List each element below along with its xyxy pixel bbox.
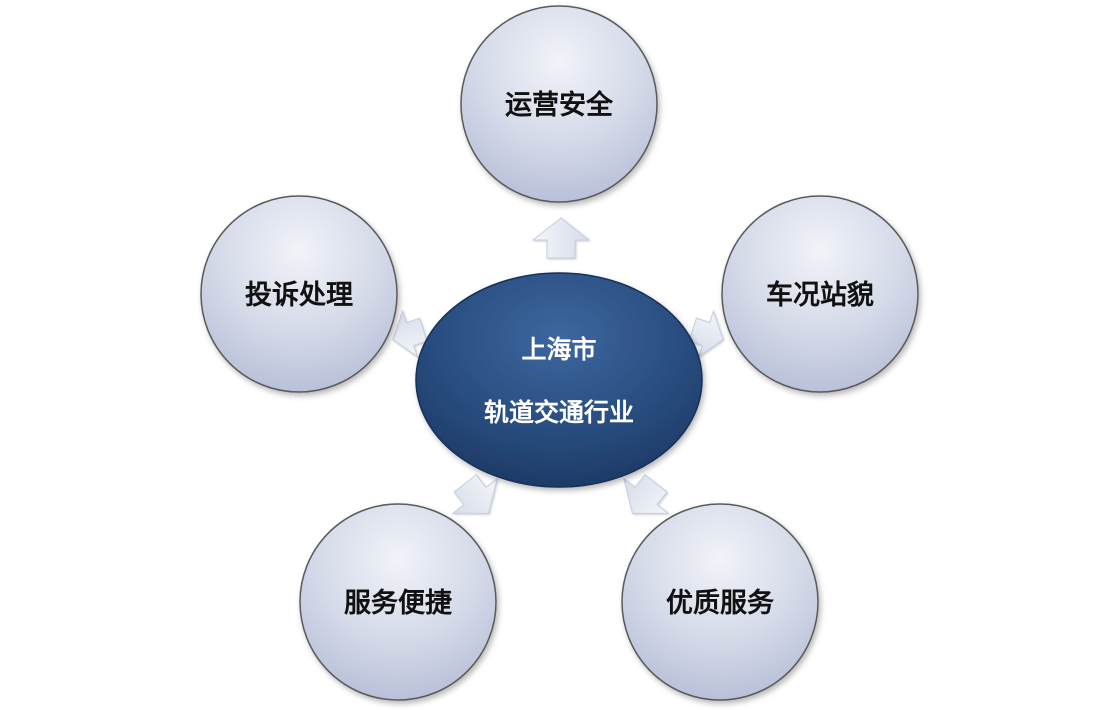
node-bottom-right-label: 优质服务: [666, 588, 774, 619]
node-top: 运营安全: [460, 5, 658, 203]
node-top-label: 运营安全: [505, 89, 614, 121]
node-bottom-right: 优质服务: [621, 503, 819, 701]
node-bottom-left-label: 服务便捷: [344, 588, 453, 619]
node-bottom-left: 服务便捷: [299, 503, 497, 701]
node-left-label: 投诉处理: [245, 280, 353, 311]
center-line-2: 轨道交通行业: [484, 398, 634, 427]
arrow-to-bottom-left: [451, 474, 498, 514]
arrow-to-bottom-right: [623, 474, 670, 514]
node-left: 投诉处理: [200, 195, 398, 393]
node-right-label: 车况站貌: [766, 279, 874, 311]
node-right: 车况站貌: [721, 195, 919, 393]
arrow-to-left: [392, 309, 428, 359]
arrow-to-top: [531, 217, 591, 259]
center-line-1: 上海市: [521, 335, 596, 364]
center-node: 上海市 轨道交通行业: [415, 272, 703, 488]
